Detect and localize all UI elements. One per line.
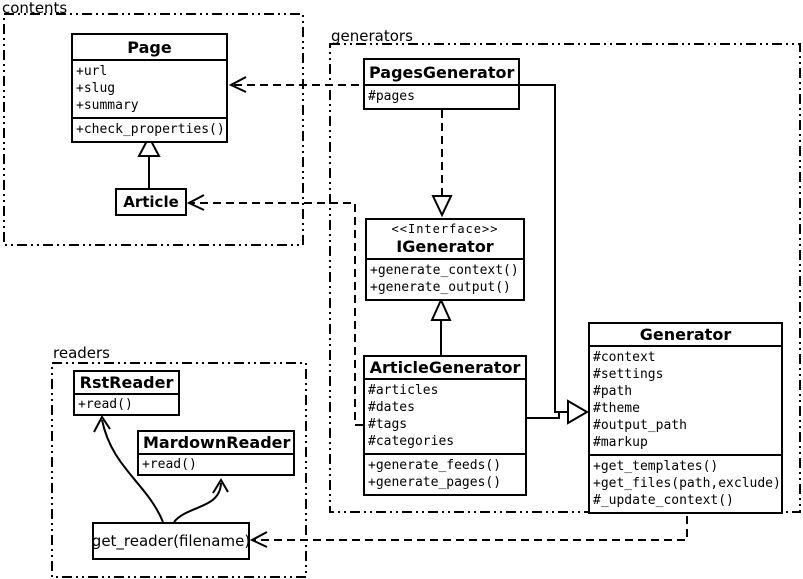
methods-compartment: +generate_feeds() +generate_pages() <box>365 453 525 494</box>
methods-compartment: +read() <box>139 453 293 474</box>
class-pagesgenerator: PagesGenerator #pages <box>363 58 520 110</box>
package-label-readers: readers <box>53 344 110 362</box>
interface-igenerator: <<Interface>> IGenerator +generate_conte… <box>365 218 525 301</box>
dependency-pagesgenerator-page <box>228 76 363 93</box>
class-title: MardownReader <box>143 433 291 452</box>
class-mardownreader: MardownReader +read() <box>137 430 295 476</box>
stereotype-label: <<Interface>> <box>391 222 499 236</box>
member: #categories <box>368 434 455 449</box>
member: #tags <box>368 417 408 432</box>
member: +get_files(path,exclude) <box>593 476 781 491</box>
member: +get_templates() <box>593 459 719 474</box>
generalization-article-page <box>137 134 161 188</box>
member: +check_properties() <box>76 122 225 137</box>
generalization-generators-generator <box>520 84 589 425</box>
package-label-contents: contents <box>2 0 68 17</box>
member: #output_path <box>593 418 687 433</box>
attributes-compartment: #pages <box>365 84 518 108</box>
class-title: IGenerator <box>396 237 494 256</box>
dependency-articlegenerator-article <box>186 194 363 426</box>
member: #markup <box>593 435 648 450</box>
member: #theme <box>593 401 640 416</box>
arrow-getreader-mardownreader <box>173 478 229 523</box>
member: +url <box>76 64 108 79</box>
realization-pagesgenerator-igenerator <box>431 110 453 218</box>
class-title: RstReader <box>79 373 174 392</box>
class-title: Generator <box>639 325 732 344</box>
member: #dates <box>368 400 415 415</box>
attributes-compartment: +url +slug +summary <box>73 59 226 117</box>
member: +generate_context() <box>370 263 519 278</box>
class-title: PagesGenerator <box>369 63 515 82</box>
function-get-reader: get_reader(filename) <box>92 522 250 560</box>
methods-compartment: +read() <box>75 393 178 414</box>
methods-compartment: +generate_context() +generate_output() <box>367 258 523 299</box>
member: +read() <box>78 397 133 412</box>
class-page: Page +url +slug +summary +check_properties… <box>71 33 228 143</box>
member: +summary <box>76 98 139 113</box>
package-label-generators: generators <box>331 27 413 45</box>
class-title: Article <box>123 193 179 211</box>
member: +generate_feeds() <box>368 458 502 473</box>
class-rstreader: RstReader +read() <box>73 370 180 416</box>
class-title: ArticleGenerator <box>369 358 521 377</box>
methods-compartment: +get_templates() +get_files(path,exclude)… <box>590 454 781 512</box>
methods-compartment: +check_properties() <box>73 117 226 141</box>
member: #articles <box>368 383 439 398</box>
function-label: get_reader(filename) <box>91 532 251 550</box>
member: #context <box>593 350 656 365</box>
class-articlegenerator: ArticleGenerator #articles #dates #tags #ca… <box>363 355 527 496</box>
member: #pages <box>368 89 415 104</box>
attributes-compartment: #articles #dates #tags #categories <box>365 378 525 453</box>
member: +read() <box>142 457 197 472</box>
attributes-compartment: #context #settings #path #theme #output_path… <box>590 345 781 454</box>
class-title: Page <box>127 38 172 57</box>
member: +generate_pages() <box>368 475 502 490</box>
member: #path <box>593 384 633 399</box>
member: #_update_context() <box>593 493 734 508</box>
class-article: Article <box>115 188 187 216</box>
generalization-articlegenerator-igenerator <box>430 297 452 355</box>
class-generator: Generator #context #settings #path #theme #o… <box>588 322 783 514</box>
member: +slug <box>76 81 116 96</box>
member: #settings <box>593 367 664 382</box>
member: +generate_output() <box>370 280 511 295</box>
